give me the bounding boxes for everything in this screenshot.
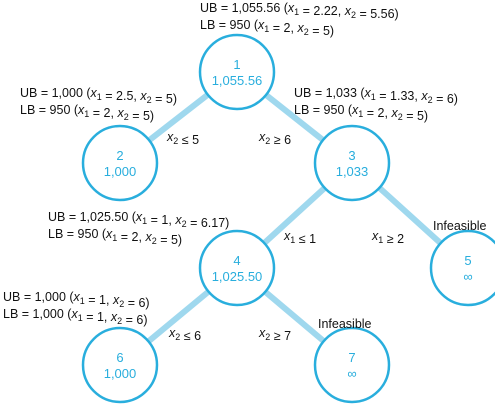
node-value: 1,025.50 bbox=[212, 269, 263, 284]
node-4: 41,025.50 bbox=[198, 229, 276, 307]
upper-bound-label: UB = 1,000 (x1 = 2.5, x2 = 5) bbox=[20, 86, 177, 106]
branch-constraint-label: x2 ≤ 5 bbox=[166, 130, 199, 147]
node-circle bbox=[313, 124, 391, 202]
node-number: 2 bbox=[116, 148, 123, 163]
infeasible-label: Infeasible bbox=[318, 317, 372, 331]
branch-constraint-label: x1 ≤ 1 bbox=[283, 229, 316, 246]
node-1: 11,055.56 bbox=[198, 33, 276, 111]
lower-bound-label: LB = 950 (x1 = 2, x2 = 5) bbox=[20, 103, 154, 123]
branch-constraint-label: x1 ≥ 2 bbox=[371, 229, 404, 246]
node-value: 1,033 bbox=[336, 164, 369, 179]
node-3: 31,033 bbox=[313, 124, 391, 202]
node-number: 3 bbox=[348, 148, 355, 163]
infeasible-label: Infeasible bbox=[433, 219, 487, 233]
node-7: 7∞ bbox=[313, 326, 391, 404]
upper-bound-label: UB = 1,033 (x1 = 1.33, x2 = 6) bbox=[294, 86, 458, 106]
node-circle bbox=[313, 326, 391, 404]
node-number: 4 bbox=[233, 253, 240, 268]
node-value: 1,000 bbox=[104, 164, 137, 179]
node-circle bbox=[81, 326, 159, 404]
upper-bound-label: UB = 1,025.50 (x1 = 1, x2 = 6.17) bbox=[48, 210, 229, 230]
node-circle bbox=[198, 229, 276, 307]
node-number: 5 bbox=[464, 253, 471, 268]
node-circle bbox=[429, 229, 495, 307]
upper-bound-label: UB = 1,055.56 (x1 = 2.22, x2 = 5.56) bbox=[200, 1, 399, 21]
node-2: 21,000 bbox=[81, 124, 159, 202]
node-number: 6 bbox=[116, 350, 123, 365]
node-value: 1,055.56 bbox=[212, 73, 263, 88]
lower-bound-label: LB = 950 (x1 = 2, x2 = 5) bbox=[294, 103, 428, 123]
node-5: 5∞ bbox=[429, 229, 495, 307]
lower-bound-label: LB = 1,000 (x1 = 1, x2 = 6) bbox=[3, 307, 148, 327]
branch-constraint-label: x2 ≥ 6 bbox=[258, 130, 291, 147]
node-value: 1,000 bbox=[104, 366, 137, 381]
node-number: 7 bbox=[348, 350, 355, 365]
node-number: 1 bbox=[233, 57, 240, 72]
node-circle bbox=[81, 124, 159, 202]
lower-bound-label: LB = 950 (x1 = 2, x2 = 5) bbox=[200, 18, 334, 38]
branch-constraint-label: x2 ≤ 6 bbox=[168, 326, 201, 343]
node-value: ∞ bbox=[463, 269, 472, 284]
node-value: ∞ bbox=[347, 366, 356, 381]
upper-bound-label: UB = 1,000 (x1 = 1, x2 = 6) bbox=[3, 290, 150, 310]
branch-constraint-label: x2 ≥ 7 bbox=[258, 326, 291, 343]
lower-bound-label: LB = 950 (x1 = 2, x2 = 5) bbox=[48, 227, 182, 247]
node-6: 61,000 bbox=[81, 326, 159, 404]
node-circle bbox=[198, 33, 276, 111]
